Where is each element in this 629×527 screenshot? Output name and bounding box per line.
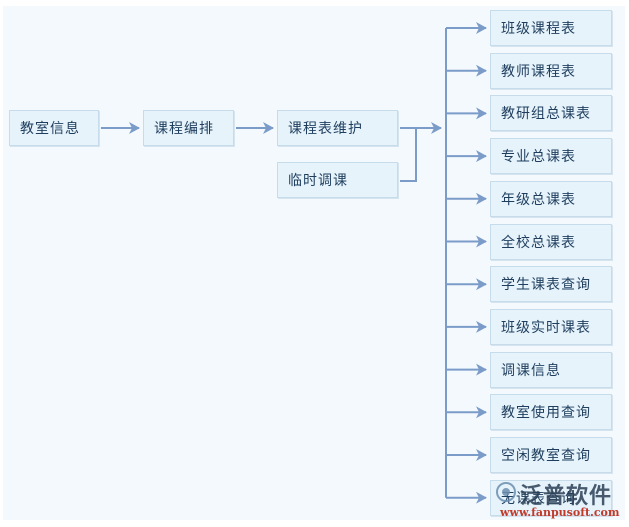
node-student-timetable-query: 学生课表查询 [490, 266, 612, 303]
watermark-url: www.fanpusoft.com [500, 506, 620, 519]
node-classroom-usage-query: 教室使用查询 [490, 394, 612, 431]
node-class-realtime-timetable: 班级实时课表 [490, 308, 612, 345]
node-teaching-group-timetable: 教研组总课表 [490, 95, 612, 132]
node-school-timetable: 全校总课表 [490, 223, 612, 260]
diagram-background [3, 6, 625, 520]
fanpu-logo-icon [496, 482, 516, 502]
node-grade-timetable: 年级总课表 [490, 180, 612, 217]
node-timetable-maintenance: 课程表维护 [277, 110, 398, 146]
watermark-name: 泛普软件 [520, 484, 613, 509]
connector-temp-adjust-merge [400, 128, 417, 182]
watermark: 泛普软件 www.fanpusoft.com [496, 478, 626, 522]
node-classroom-info: 教室信息 [9, 110, 99, 146]
node-free-classroom-query: 空闲教室查询 [490, 437, 612, 473]
node-adjustment-info: 调课信息 [490, 351, 612, 388]
node-major-timetable: 专业总课表 [490, 138, 612, 175]
node-teacher-timetable: 教师课程表 [490, 52, 612, 89]
node-course-scheduling: 课程编排 [143, 110, 234, 146]
node-class-timetable: 班级课程表 [490, 10, 612, 46]
node-temporary-adjustment: 临时调课 [277, 162, 398, 198]
